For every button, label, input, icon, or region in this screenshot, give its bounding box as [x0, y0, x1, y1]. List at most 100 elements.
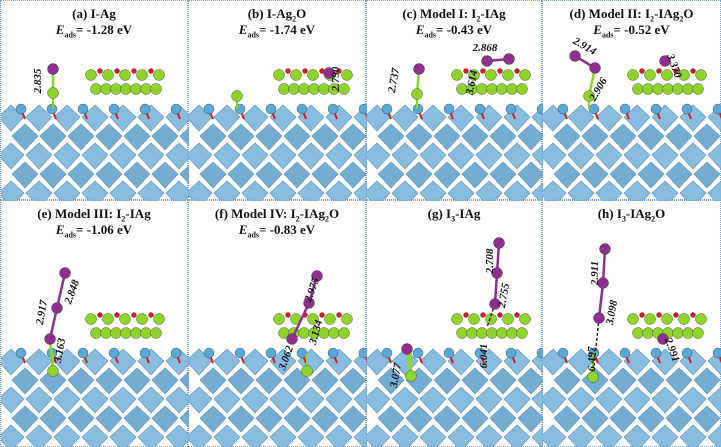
tio2-octahedron [297, 180, 325, 201]
tio2-octahedron [189, 142, 213, 170]
energy-value: = -1.28 eV [76, 22, 133, 37]
energy-subscript: ads [247, 30, 260, 40]
bond-distance-label: 2.975 [302, 276, 322, 305]
silver-atom [583, 90, 595, 102]
silver-atom [102, 313, 114, 325]
tio2-octahedron [447, 180, 475, 201]
tio2-octahedron [553, 123, 581, 151]
iodine-atom [303, 297, 315, 309]
tio2-octahedron [283, 161, 311, 189]
oxygen-atom [148, 312, 154, 318]
oxygen-atom [656, 312, 662, 318]
tio2-octahedron [339, 161, 367, 189]
tio2-octahedron [25, 104, 53, 132]
titanium-atom [474, 103, 486, 115]
titanium-atom [474, 347, 486, 359]
tio2-octahedron [227, 367, 255, 395]
tio2-octahedron [67, 405, 95, 433]
tio2-octahedron [531, 426, 543, 447]
title-text: O [683, 6, 694, 21]
title-subscript: 2 [292, 14, 297, 24]
oxygen-atom [480, 68, 486, 74]
tio2-octahedron [623, 386, 651, 414]
tio2-octahedron [339, 367, 367, 395]
silver-atom [644, 69, 656, 81]
tio2-octahedron [81, 348, 109, 376]
tio2-octahedron [1, 424, 25, 447]
tio2-octahedron [543, 180, 567, 201]
iodine-atom [311, 270, 323, 282]
tio2-octahedron [137, 424, 165, 447]
tio2-octahedron [151, 405, 179, 433]
tio2-octahedron [367, 386, 391, 414]
titanium-atom [203, 347, 215, 359]
energy-value: = -0.83 eV [259, 222, 316, 237]
titanium-atom [170, 103, 182, 115]
tio2-octahedron [25, 386, 53, 414]
tio2-octahedron [325, 142, 353, 170]
tio2-octahedron [391, 142, 419, 170]
silver-atom [516, 83, 528, 95]
tio2-octahedron [623, 142, 651, 170]
tio2-octahedron [123, 123, 151, 151]
adsorption-energy: Eads= -0.52 eV [543, 22, 720, 40]
tio2-octahedron [269, 104, 297, 132]
titanium-atom [77, 103, 89, 115]
silver-atom [506, 83, 518, 95]
silver-atom [451, 69, 463, 81]
oxygen-atom [97, 312, 103, 318]
silver-atom [587, 371, 599, 383]
tio2-octahedron [391, 386, 419, 414]
tio2-octahedron [109, 424, 137, 447]
tio2-octahedron [623, 180, 651, 201]
tio2-octahedron [39, 405, 67, 433]
energy-symbol: E [55, 22, 65, 37]
tio2-octahedron [199, 367, 227, 395]
tio2-octahedron [377, 367, 405, 395]
tio2-octahedron [227, 161, 255, 189]
title-text: (e) Model III: I [37, 206, 122, 221]
tio2-octahedron [151, 123, 179, 151]
tio2-octahedron [311, 161, 339, 189]
tio2-octahedron [39, 161, 67, 189]
tio2-octahedron [595, 386, 623, 414]
silver-atom [519, 313, 531, 325]
silver-atom [120, 327, 132, 339]
title-text: -IAg [455, 206, 481, 221]
silver-atom [153, 313, 165, 325]
oxygen-atom [302, 68, 308, 74]
tio2-octahedron [489, 367, 517, 395]
silver-atom [47, 365, 59, 377]
tio2-octahedron [311, 405, 339, 433]
tio2-octahedron [241, 424, 269, 447]
silver-atom [644, 313, 656, 325]
tio2-octahedron [595, 348, 623, 376]
tio2-octahedron [123, 405, 151, 433]
silver-atom [486, 83, 498, 95]
tio2-octahedron [53, 104, 81, 132]
titanium-atom [296, 347, 308, 359]
tio2-octahedron [517, 123, 543, 151]
titanium-atom [358, 347, 367, 359]
tio2-octahedron [475, 142, 503, 170]
title-text: (c) Model I: I [402, 6, 477, 21]
silver-atom [47, 87, 59, 99]
titanium-atom [557, 347, 569, 359]
titanium-atom [296, 103, 308, 115]
silver-atom [678, 313, 690, 325]
oxygen-atom [285, 68, 291, 74]
tio2-octahedron [391, 104, 419, 132]
tio2-octahedron [623, 104, 651, 132]
panel-title: (a) I-Ag [1, 6, 187, 22]
tio2-octahedron [213, 386, 241, 414]
iodine-atom [593, 312, 605, 324]
tio2-octahedron [297, 142, 325, 170]
bond-distance-label: 2.868 [472, 42, 498, 54]
tio2-octahedron [517, 405, 543, 433]
tio2-octahedron [255, 123, 283, 151]
silver-atom [642, 327, 654, 339]
silver-atom [411, 88, 423, 100]
title-text: (d) Model II: I [569, 6, 651, 21]
adsorption-energy: Eads= -1.06 eV [1, 222, 187, 240]
